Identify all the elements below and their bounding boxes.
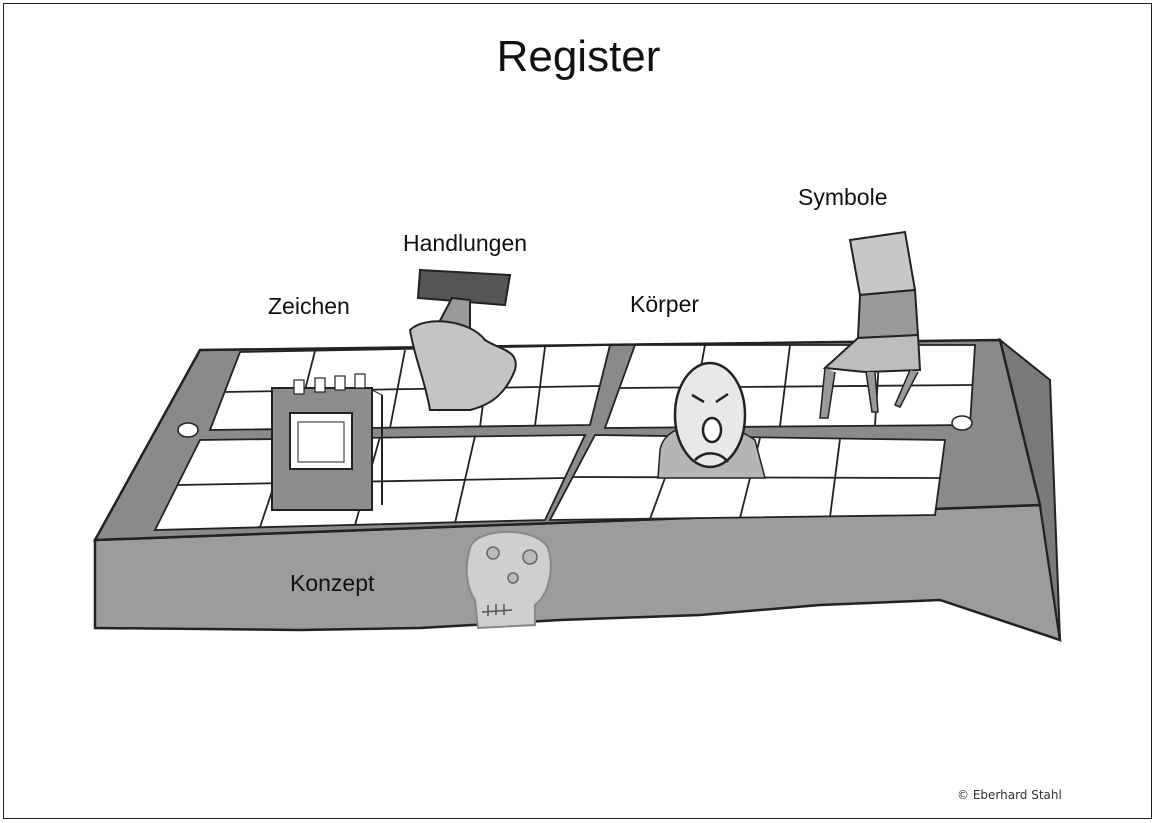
hand-icon — [408, 320, 517, 411]
notebook-icon — [271, 373, 383, 511]
label-symbole: Symbole — [798, 184, 888, 210]
skull-icon — [465, 530, 552, 630]
compartment-upper-left — [208, 344, 612, 431]
angry-face-icon — [657, 361, 766, 479]
diagram-title: Register — [496, 32, 661, 81]
copyright-notice: © Eberhard Stahl — [957, 788, 1062, 802]
label-koerper: Körper — [630, 291, 700, 317]
tray-hole-right — [951, 415, 973, 431]
label-konzept: Konzept — [290, 570, 375, 596]
tray-hole-left — [177, 422, 199, 438]
hammer-icon — [408, 268, 517, 412]
label-handlungen: Handlungen — [403, 230, 528, 256]
label-zeichen: Zeichen — [268, 293, 350, 319]
chair-icon — [819, 230, 922, 419]
